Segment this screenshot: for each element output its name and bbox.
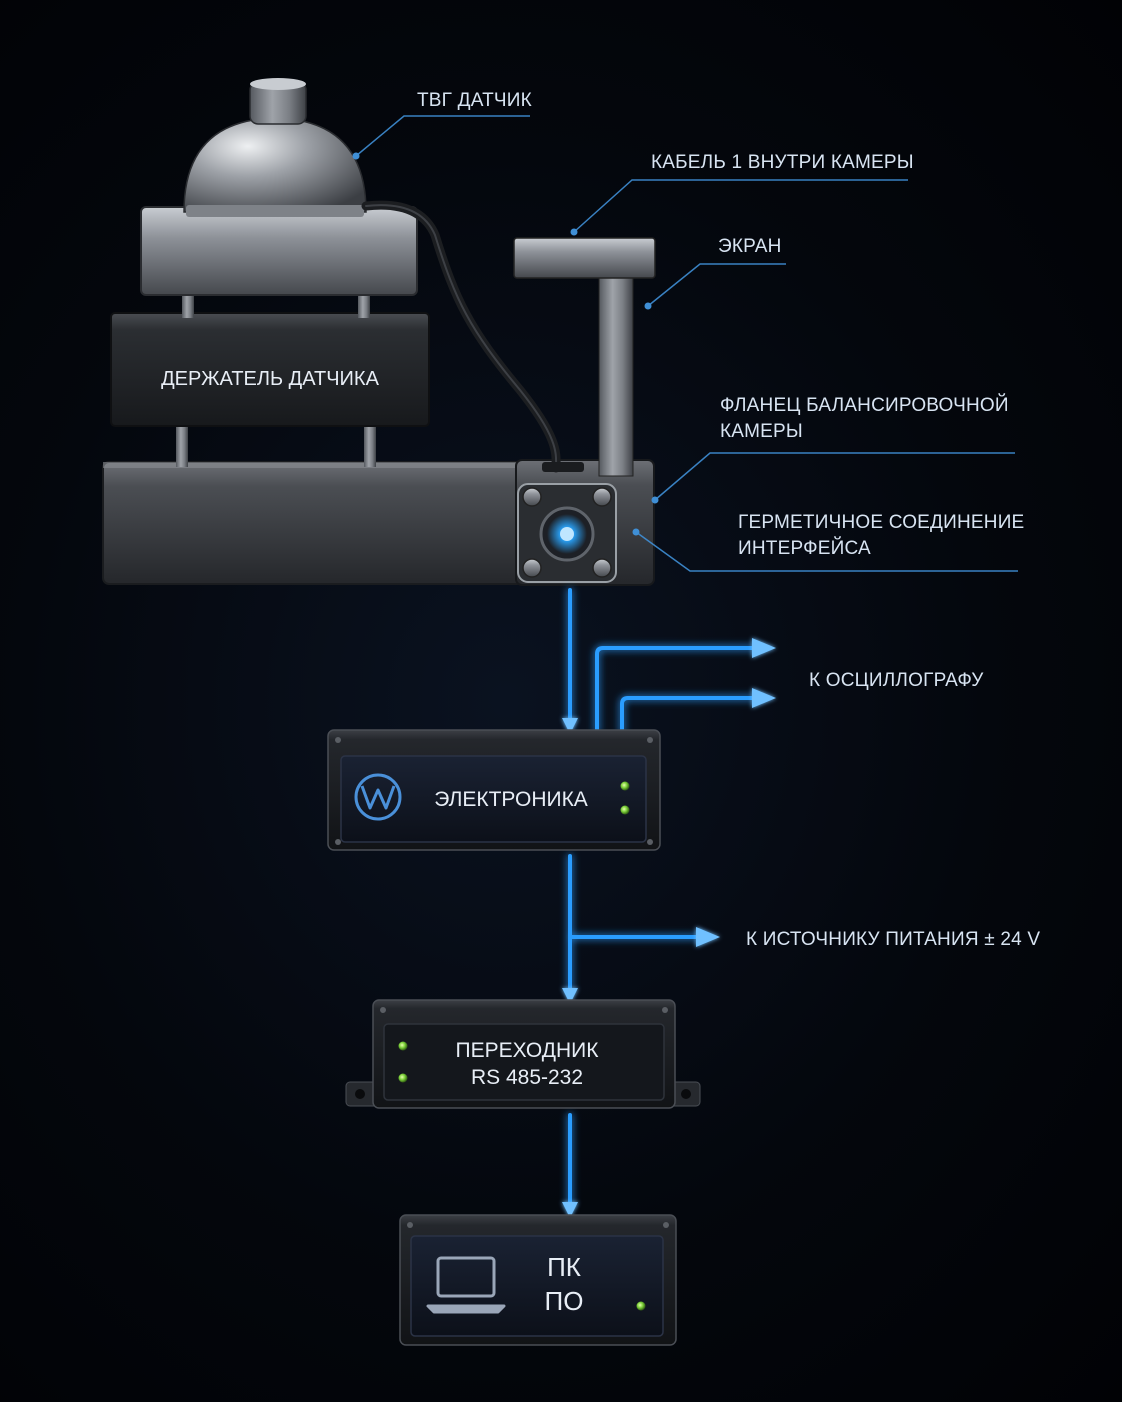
pc-label-line1: ПК [547, 1252, 581, 1282]
led-indicator-icon [398, 1073, 408, 1083]
electronics-unit [327, 729, 661, 851]
holder-block [110, 312, 430, 427]
arrow-down-icon [562, 718, 578, 734]
laptop-icon [426, 1256, 506, 1314]
signal-flow [568, 588, 757, 1208]
arrow-right-icon [696, 927, 720, 947]
label-oscilloscope: К ОСЦИЛЛОГРАФУ [809, 670, 984, 691]
pc-label-line2: ПО [544, 1286, 584, 1316]
base-block [102, 461, 524, 585]
arrow-down-icon [562, 1202, 578, 1218]
label-power: К ИСТОЧНИКУ ПИТАНИЯ ± 24 V [746, 929, 1041, 950]
adapter-unit [345, 999, 701, 1109]
label-flange-line2: КАМЕРЫ [720, 421, 803, 442]
sensor-plate [140, 206, 418, 296]
led-indicator-icon [620, 805, 630, 815]
label-cable: КАБЕЛЬ 1 ВНУТРИ КАМЕРЫ [651, 152, 914, 173]
adapter-label-line2: RS 485-232 [470, 1066, 584, 1089]
label-seal-line1: ГЕРМЕТИЧНОЕ СОЕДИНЕНИЕ [738, 512, 1025, 533]
leader-dots [352, 152, 659, 536]
arrow-heads [562, 638, 776, 1218]
adapter-label-line1: ПЕРЕХОДНИК [455, 1039, 599, 1062]
leader-lines [355, 115, 1018, 572]
arrow-right-icon [752, 638, 776, 658]
tvg-sensor-dome [183, 78, 367, 217]
label-flange-line1: ФЛАНЕЦ БАЛАНСИРОВОЧНОЙ [720, 395, 1009, 416]
sensor-assembly [102, 78, 656, 586]
screen-pillar [513, 237, 656, 477]
label-tvg-sensor: ТВГ ДАТЧИК [417, 90, 532, 111]
label-seal-line2: ИНТЕРФЕЙСА [738, 538, 871, 559]
led-indicator-icon [620, 781, 630, 791]
arrow-right-icon [752, 688, 776, 708]
arrow-down-icon [562, 988, 578, 1004]
flange-block [515, 459, 655, 586]
label-screen: ЭКРАН [718, 236, 782, 257]
led-indicator-icon [636, 1301, 646, 1311]
wave-logo-icon [354, 773, 402, 821]
led-indicator-icon [398, 1041, 408, 1051]
electronics-label: ЭЛЕКТРОНИКА [434, 788, 588, 811]
holder-label: ДЕРЖАТЕЛЬ ДАТЧИКА [161, 368, 379, 390]
pc-unit [399, 1214, 677, 1346]
